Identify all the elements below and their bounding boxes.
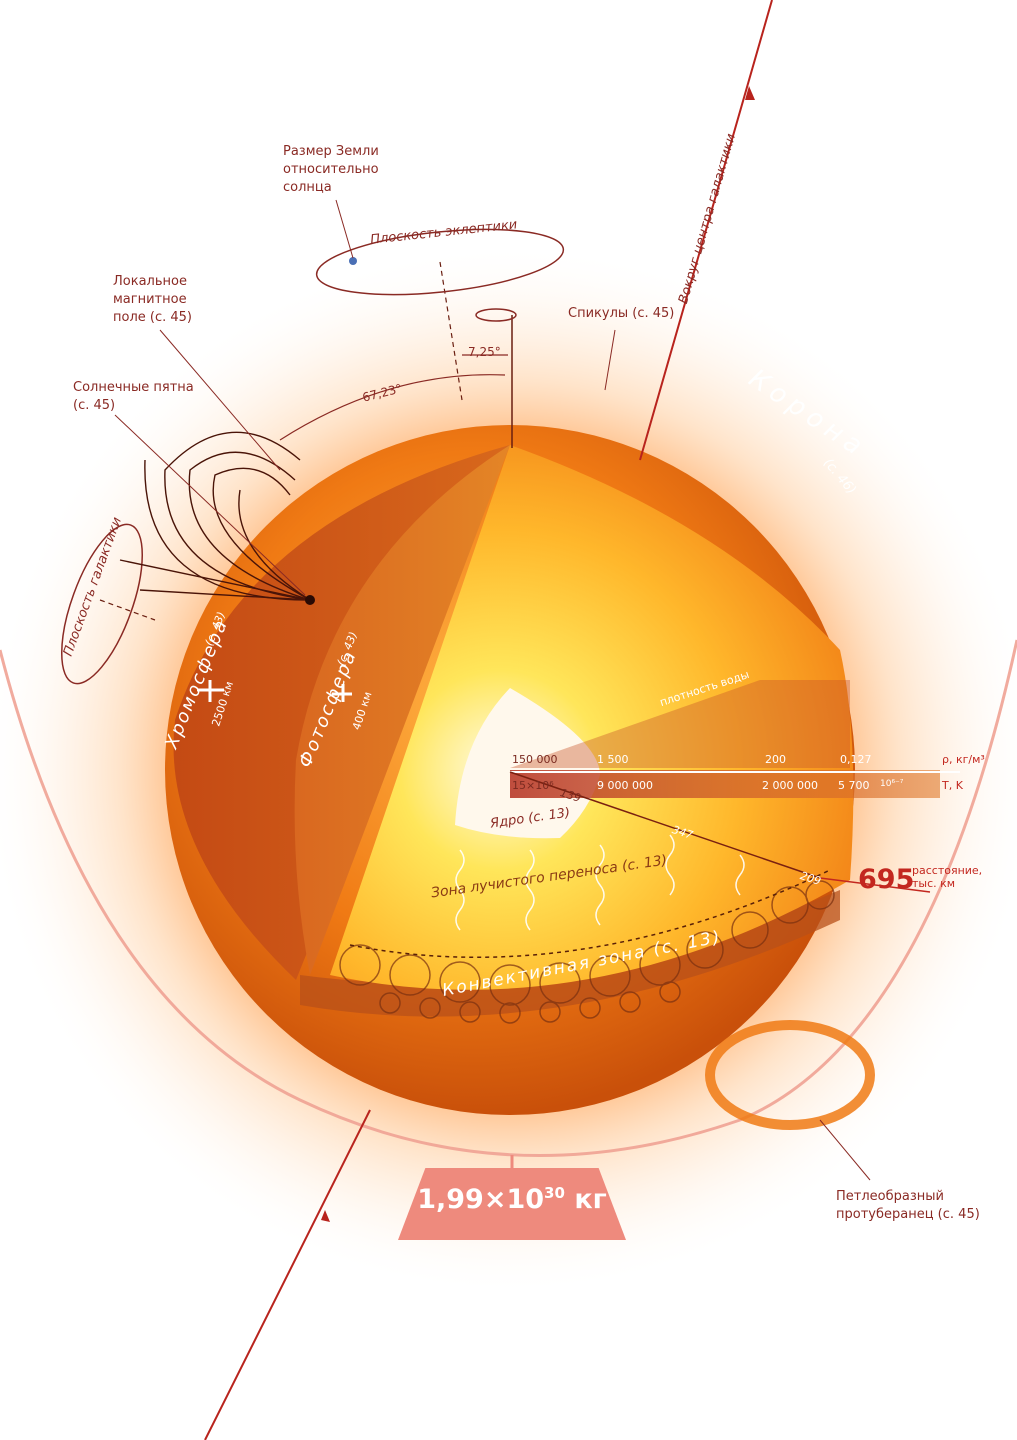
sunspots-label: Солнечные пятна (с. 45) xyxy=(73,379,194,415)
density-value-1: 150 000 xyxy=(512,753,558,766)
distance-unit-label: расстояние, тыс. км xyxy=(912,864,982,890)
mass-value: 1,99×1030 кг xyxy=(398,1184,626,1215)
temp-value-1: 15×10⁶ xyxy=(512,779,554,792)
density-value-4: 0,127 xyxy=(840,753,872,766)
temp-value-2: 9 000 000 xyxy=(597,779,653,792)
axis-tilt-label: 7,25° xyxy=(468,343,501,361)
density-value-3: 200 xyxy=(765,753,786,766)
earth-leader xyxy=(336,200,353,258)
temp-unit: T, K xyxy=(942,779,963,792)
temp-value-5: 10⁶⁻⁷ xyxy=(880,779,903,789)
density-value-2: 1 500 xyxy=(597,753,629,766)
spicules-label: Спикулы (с. 45) xyxy=(568,305,674,323)
earth-size-label: Размер Земли относительно солнца xyxy=(283,143,379,197)
prominence-label: Петлеобразный протуберанец (с. 45) xyxy=(836,1188,980,1224)
temp-value-3: 2 000 000 xyxy=(762,779,818,792)
temp-value-4: 5 700 xyxy=(838,779,870,792)
earth-dot xyxy=(349,257,357,265)
mass-box: 1,99×1030 кг xyxy=(398,1168,626,1240)
local-field-label: Локальное магнитное поле (с. 45) xyxy=(113,273,192,327)
sunspot xyxy=(305,595,315,605)
total-radius-value: 695 xyxy=(858,864,914,895)
density-unit: ρ, кг/м³ xyxy=(942,753,985,766)
